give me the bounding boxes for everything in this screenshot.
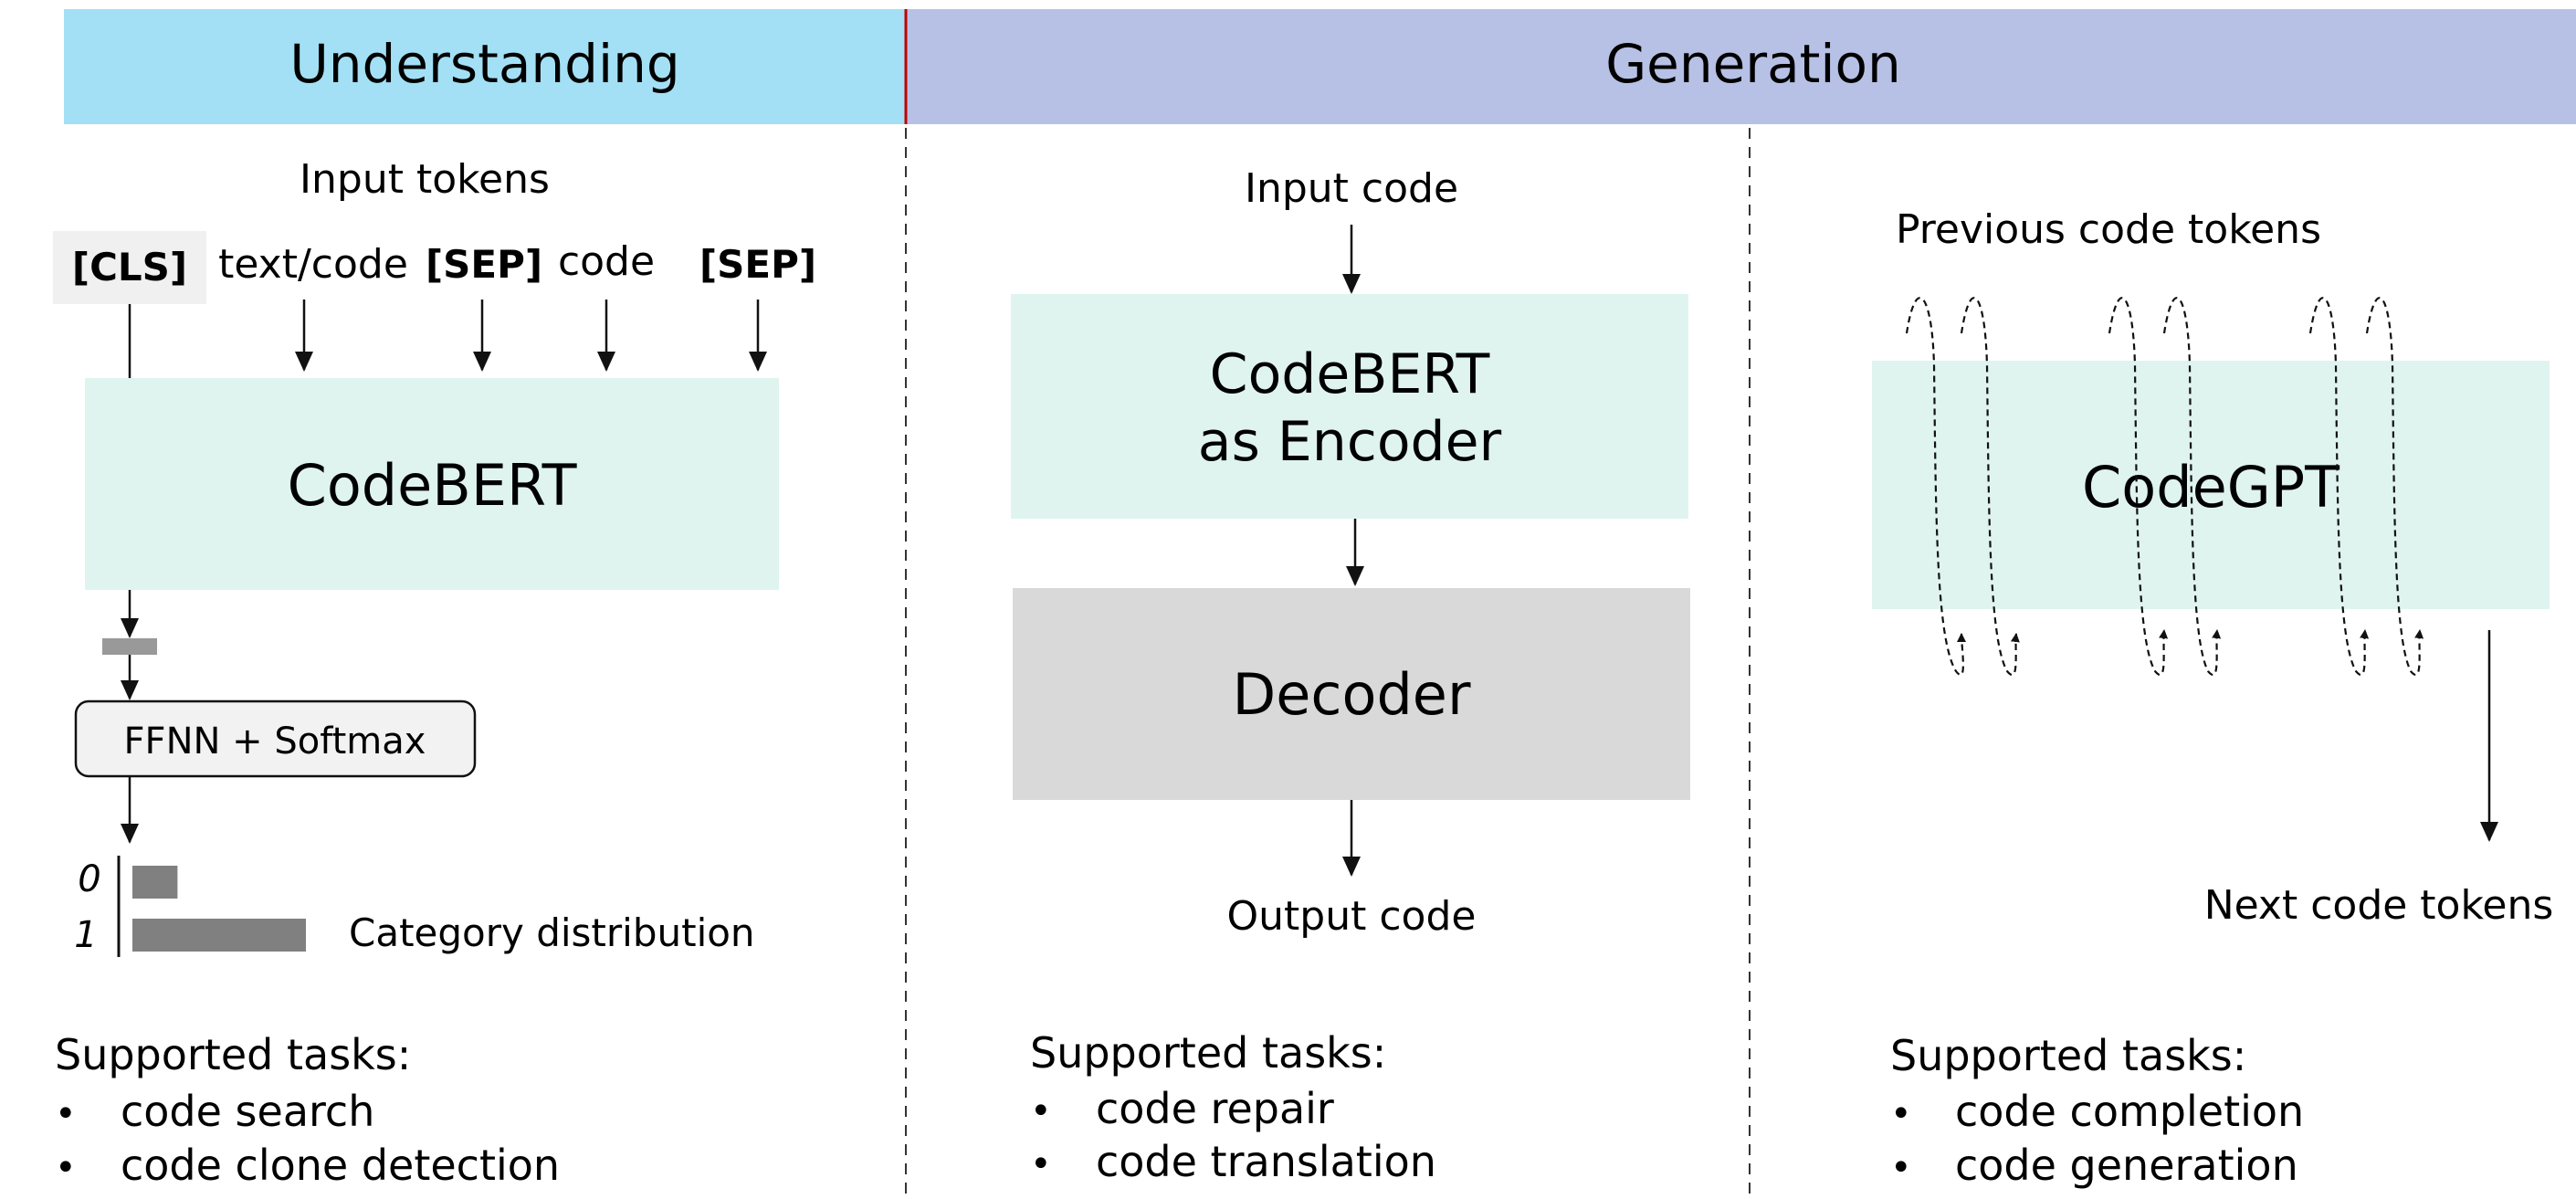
codegpt-label: CodeGPT bbox=[2082, 454, 2340, 521]
next-code-tokens-label: Next code tokens bbox=[2204, 882, 2554, 929]
decoder-block bbox=[1013, 588, 1690, 800]
token-code: code bbox=[558, 238, 655, 285]
loop-arrow-3 bbox=[2108, 297, 2169, 676]
input-code-label: Input code bbox=[1245, 165, 1458, 212]
category-label-0: 0 bbox=[78, 858, 100, 900]
token-text-code: text/code bbox=[218, 241, 408, 288]
token-sep-1: [SEP] bbox=[426, 242, 542, 287]
previous-code-tokens-label: Previous code tokens bbox=[1896, 206, 2321, 253]
token-cls: [CLS] bbox=[72, 245, 187, 289]
token-sep-2: [SEP] bbox=[699, 242, 816, 287]
codegpt-task-1: code completion bbox=[1955, 1087, 2304, 1136]
cls-vector bbox=[102, 638, 157, 655]
input-tokens-label: Input tokens bbox=[300, 156, 550, 203]
category-bar-1 bbox=[132, 919, 306, 952]
cls-token-box bbox=[53, 231, 206, 304]
encoder-decoder-task-bullet-2: • bbox=[1030, 1143, 1052, 1185]
codebert-label: CodeBERT bbox=[288, 452, 578, 519]
codegpt-block bbox=[1872, 361, 2550, 609]
understanding-task-1: code search bbox=[121, 1087, 374, 1136]
encoder-decoder-task-bullet-1: • bbox=[1030, 1090, 1052, 1132]
codebert-encoder-block bbox=[1011, 294, 1688, 519]
encoder-label-line1: CodeBERT bbox=[1210, 342, 1490, 406]
category-distribution-label: Category distribution bbox=[349, 910, 755, 955]
understanding-task-2: code clone detection bbox=[121, 1141, 560, 1190]
codegpt-tasks-title: Supported tasks: bbox=[1890, 1031, 2246, 1080]
understanding-header-title: Understanding bbox=[289, 33, 679, 95]
codegpt-task-bullet-1: • bbox=[1890, 1093, 1912, 1135]
ffnn-softmax-box bbox=[74, 699, 477, 778]
output-code-label: Output code bbox=[1227, 893, 1477, 940]
understanding-task-bullet-2: • bbox=[55, 1147, 77, 1189]
understanding-task-bullet-1: • bbox=[55, 1093, 77, 1135]
encoder-decoder-task-2: code translation bbox=[1096, 1137, 1436, 1186]
category-label-1: 1 bbox=[74, 914, 97, 956]
loop-arrow-4 bbox=[2162, 297, 2222, 676]
understanding-header-band bbox=[64, 9, 906, 124]
decoder-label: Decoder bbox=[1233, 661, 1471, 728]
understanding-tasks-title: Supported tasks: bbox=[55, 1030, 411, 1079]
encoder-label-line2: as Encoder bbox=[1198, 410, 1502, 474]
generation-header-band bbox=[906, 9, 2576, 124]
encoder-decoder-tasks-title: Supported tasks: bbox=[1030, 1028, 1386, 1078]
autoregressive-loops bbox=[1905, 297, 2424, 676]
category-bar-0 bbox=[132, 866, 178, 899]
codegpt-task-bullet-2: • bbox=[1890, 1147, 1912, 1189]
ffnn-softmax-label: FFNN + Softmax bbox=[124, 720, 426, 763]
codebert-block bbox=[85, 378, 779, 590]
loop-arrow-5 bbox=[2308, 297, 2370, 676]
encoder-decoder-task-1: code repair bbox=[1096, 1084, 1334, 1133]
loop-arrow-6 bbox=[2365, 297, 2424, 676]
generation-header-title: Generation bbox=[1605, 33, 1901, 95]
codegpt-task-2: code generation bbox=[1955, 1141, 2298, 1190]
